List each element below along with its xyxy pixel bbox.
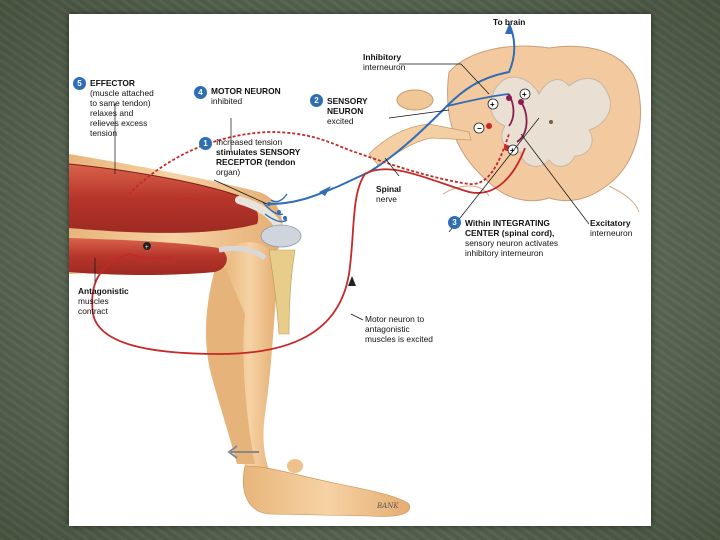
motor-neuron: +	[91, 131, 526, 355]
svg-text:−: −	[477, 124, 482, 133]
svg-text:+: +	[145, 245, 149, 251]
step-badge-1: 1	[199, 137, 212, 150]
svg-text:+: +	[522, 90, 527, 99]
leader-lines	[94, 63, 590, 321]
step-badge-2: 2	[310, 94, 323, 107]
diagram-card: + + + − +	[69, 14, 651, 526]
leg	[69, 154, 410, 517]
label-integrating-center: Within INTEGRATING CENTER (spinal cord),…	[465, 218, 559, 258]
artist-signature: BANK	[377, 502, 399, 510]
step-badge-3: 3	[448, 216, 461, 229]
label-effector: EFFECTOR (muscle attached to same tendon…	[90, 78, 154, 138]
step-badge-4: 4	[194, 86, 207, 99]
label-to-brain: To brain	[493, 17, 526, 27]
step-badge-5: 5	[73, 77, 86, 90]
label-motor-neuron-inhibited: MOTOR NEURON inhibited	[211, 86, 281, 106]
label-excitatory-interneuron: Excitatory interneuron	[590, 218, 633, 238]
label-sensory-neuron: SENSORY NEURON excited	[327, 96, 368, 126]
reflex-illustration: + + + − +	[69, 23, 641, 517]
label-motor-neuron-antagonistic: Motor neuron to antagonistic muscles is …	[365, 314, 433, 344]
svg-text:+: +	[490, 100, 495, 109]
label-spinal-nerve: Spinal nerve	[376, 184, 402, 204]
svg-text:+: +	[510, 146, 515, 155]
interneurons: + + − +	[473, 88, 531, 156]
spinal-cord	[368, 45, 641, 213]
label-sensory-receptor: Increased tension stimulates SENSORY REC…	[216, 137, 301, 177]
label-antagonistic-muscles: Antagonistic muscles contract	[78, 286, 129, 316]
label-inhibitory-interneuron: Inhibitory interneuron	[363, 52, 406, 72]
